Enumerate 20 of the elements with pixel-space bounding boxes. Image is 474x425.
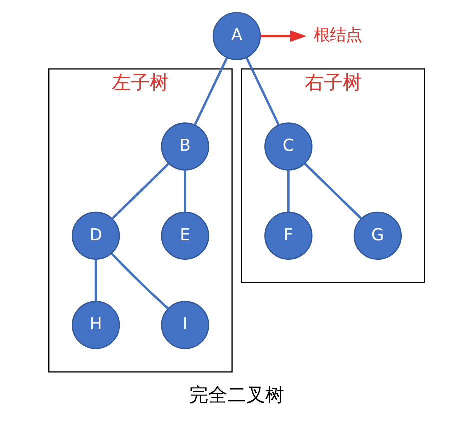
node-circle: A (212, 12, 262, 60)
connector (304, 163, 362, 220)
connector (288, 170, 290, 212)
node-circle: F (264, 212, 313, 260)
node-circle: E (161, 212, 210, 260)
arrow (260, 30, 307, 42)
node-circle: I (161, 301, 210, 350)
node-text: 根结点 (314, 26, 362, 45)
connector (184, 170, 186, 212)
node-circle: H (72, 301, 120, 350)
connector (112, 163, 170, 220)
connector (194, 57, 228, 126)
node-circle: D (72, 212, 120, 260)
connector (246, 57, 280, 126)
node-circle: G (354, 212, 402, 260)
node-circle: B (161, 122, 210, 171)
caption: 完全二叉树 (190, 385, 284, 406)
node-circle: C (264, 122, 313, 171)
connector (94, 260, 98, 302)
connector (111, 253, 169, 310)
